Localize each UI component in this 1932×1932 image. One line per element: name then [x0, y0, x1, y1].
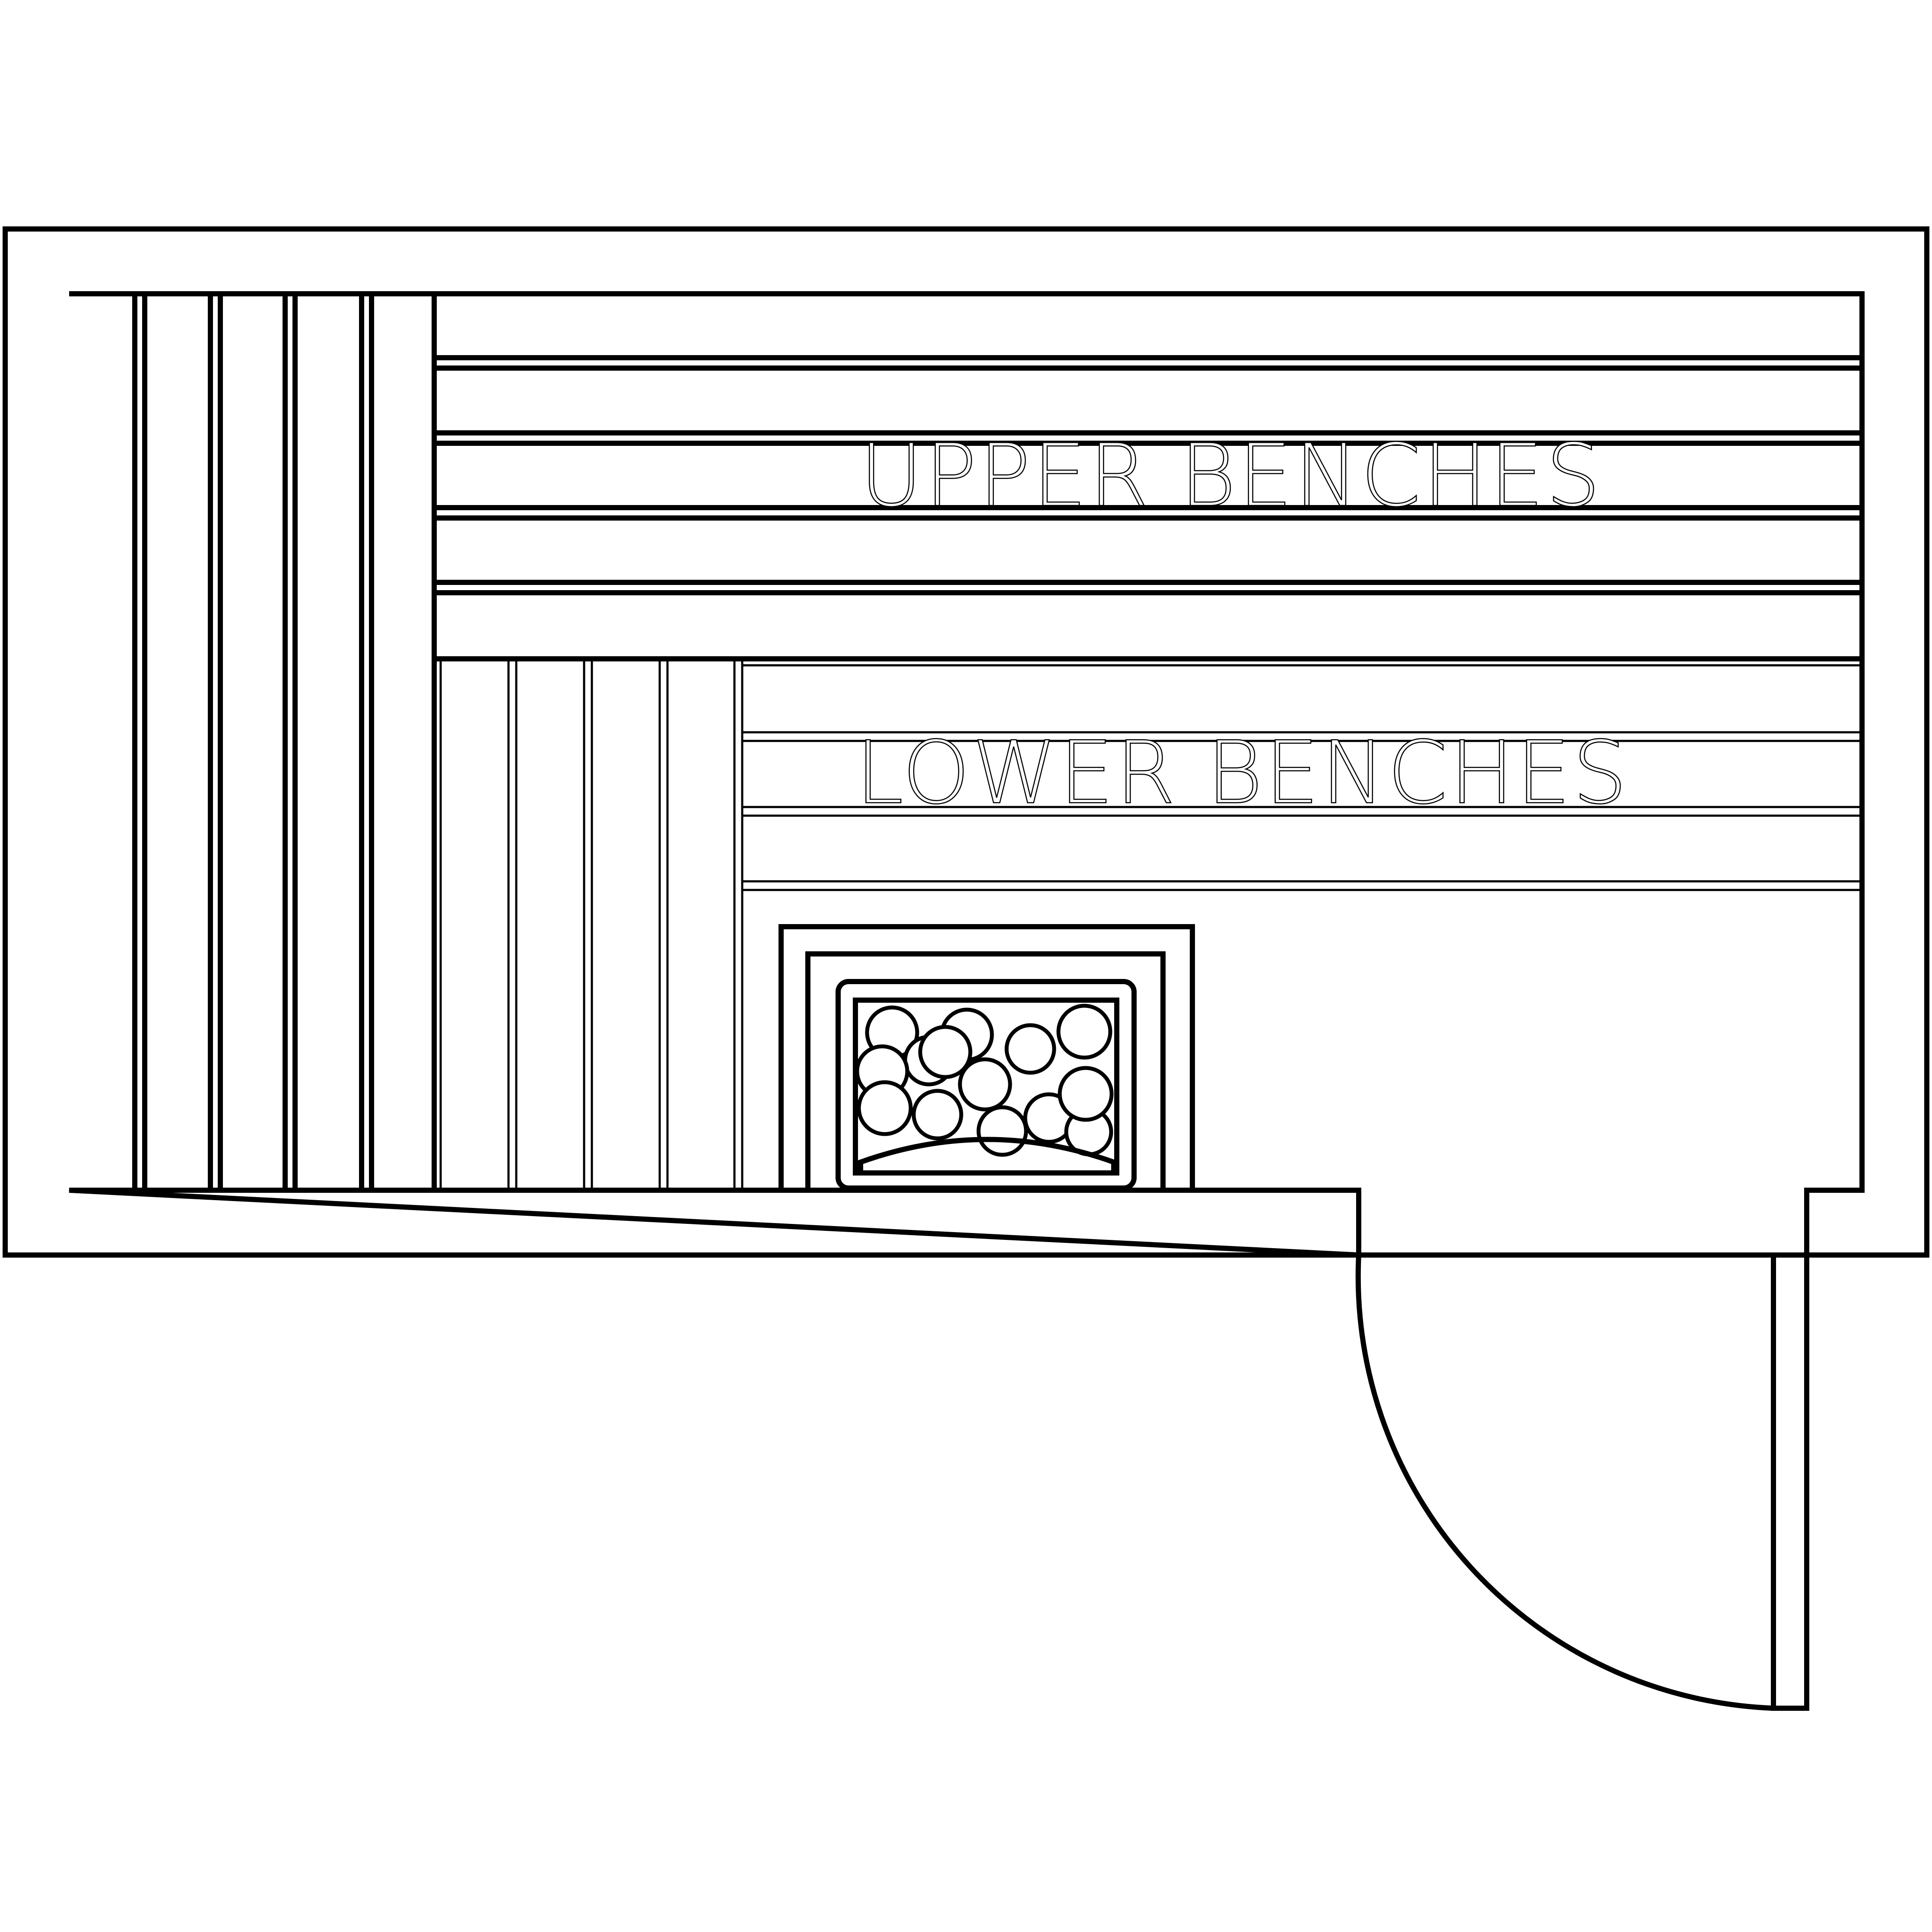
lower-bench-horizontal-slats [742, 664, 1862, 891]
door[interactable] [1355, 1252, 1809, 1711]
upper-bench-vertical-slats [132, 294, 437, 1190]
upper-bench-horizontal-slats [434, 355, 1862, 661]
sauna-heater [779, 924, 1195, 1191]
heater-tray-front [858, 1137, 1116, 1176]
door-leaf[interactable] [1771, 1252, 1809, 1711]
inner-wall [69, 291, 1865, 1258]
lower-bench-vertical-slats [439, 659, 744, 1190]
heater-guard-outer [779, 924, 1195, 1190]
heater-body [836, 979, 1137, 1191]
heater-stones [855, 1004, 1114, 1157]
upper-benches-label: UPPER BENCHES [860, 426, 1602, 526]
lower-benches-label: LOWER BENCHES [855, 723, 1629, 823]
heater-guard-inner [805, 951, 1166, 1190]
door-swing-arc [1355, 1255, 1774, 1711]
